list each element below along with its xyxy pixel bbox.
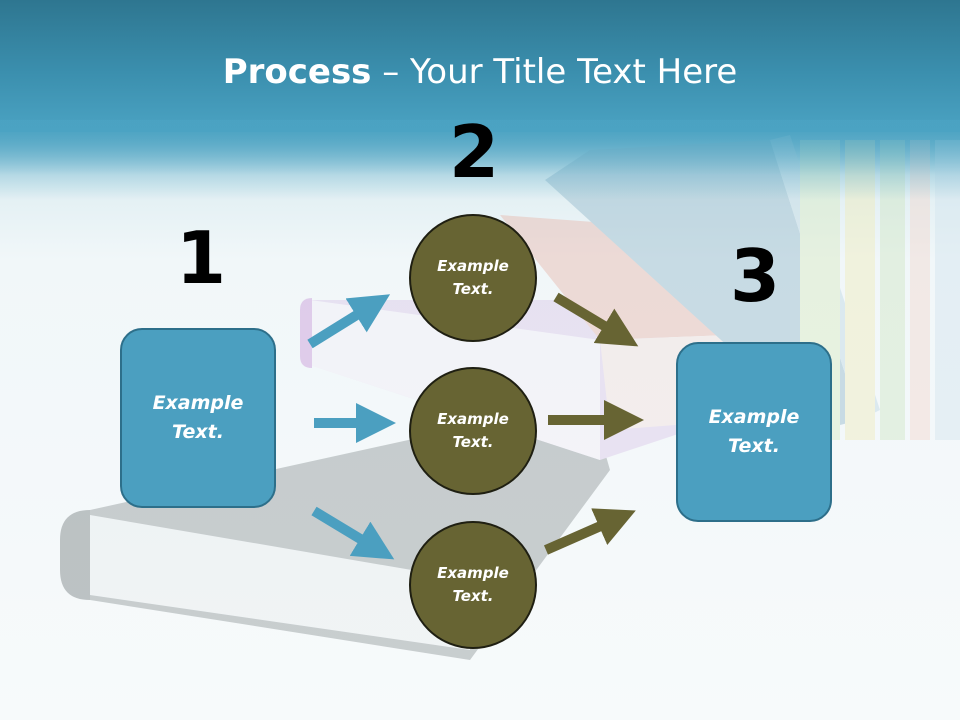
title-rest-part: – Your Title Text Here <box>371 52 738 92</box>
step1-box-text: Example Text. <box>152 392 244 443</box>
arrow-from-bottom-circle <box>543 508 636 555</box>
arrow-from-top-circle <box>553 292 639 347</box>
slide-title[interactable]: Process – Your Title Text Here <box>0 52 960 92</box>
step3-box-text: Example Text. <box>708 406 800 457</box>
circle-top[interactable]: Example Text. <box>409 214 537 342</box>
circle-bottom[interactable]: Example Text. <box>409 521 537 649</box>
step1-box[interactable]: Example Text. <box>120 328 276 508</box>
title-bold-part: Process <box>222 52 372 92</box>
arrow-to-bottom-circle <box>311 506 395 560</box>
circle-middle-text: Example Text. <box>437 410 509 451</box>
step-number-3: 3 <box>730 234 781 318</box>
step3-box[interactable]: Example Text. <box>676 342 832 522</box>
arrow-to-top-circle <box>307 294 391 349</box>
title-band <box>0 0 960 132</box>
circle-top-text: Example Text. <box>437 257 509 298</box>
step-number-1: 1 <box>176 216 227 300</box>
circle-middle[interactable]: Example Text. <box>409 367 537 495</box>
circle-bottom-text: Example Text. <box>437 564 509 605</box>
step-number-2: 2 <box>449 110 500 194</box>
title-fade <box>0 120 960 200</box>
